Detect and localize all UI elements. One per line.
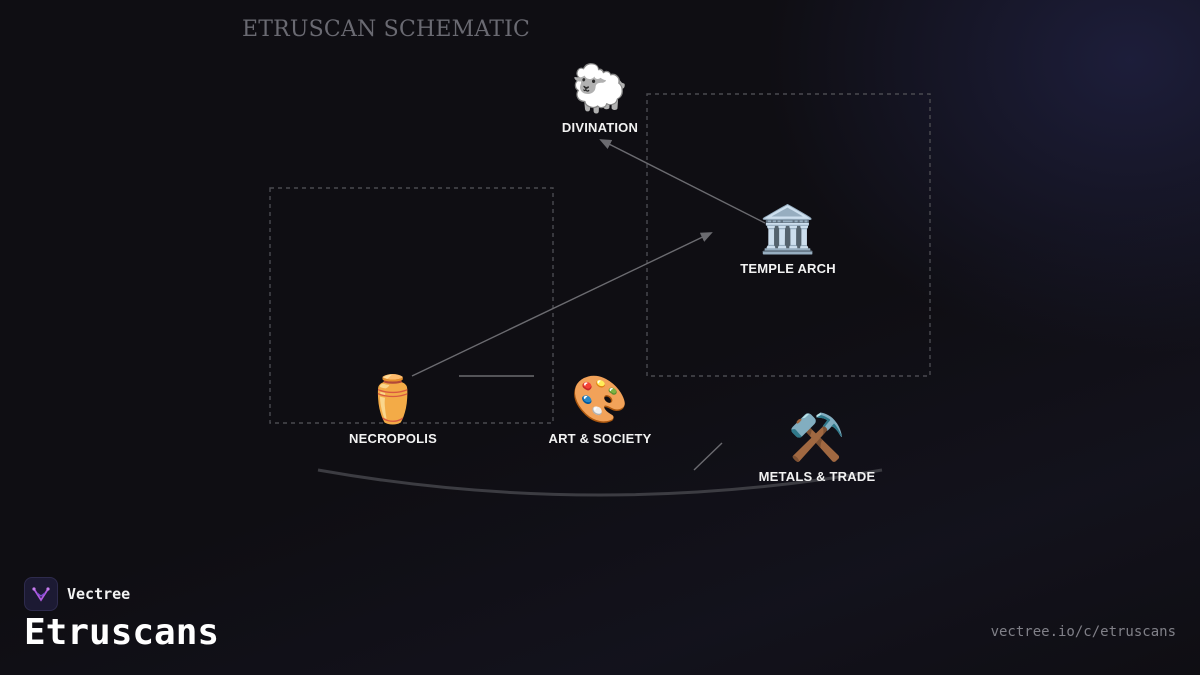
node-label: TEMPLE ARCH (740, 261, 836, 276)
page-title: Etruscans (24, 612, 220, 653)
amphora-urn-icon: ⚱️ (364, 373, 422, 425)
diagram-title: ETRUSCAN SCHEMATIC (242, 17, 531, 42)
brand[interactable]: Vectree (24, 577, 130, 611)
node-temple-arch[interactable]: 🏛️ TEMPLE ARCH (708, 201, 868, 276)
edge-temple-arch-to-divination (599, 139, 766, 224)
vectree-logo-icon (24, 577, 58, 611)
node-necropolis[interactable]: ⚱️ NECROPOLIS (313, 371, 473, 446)
node-divination[interactable]: 🐑 DIVINATION (520, 60, 680, 135)
node-art-society[interactable]: 🎨 ART & SOCIETY (520, 371, 680, 446)
hammer-and-pick-icon: ⚒️ (788, 411, 846, 463)
group-box-left (269, 187, 554, 424)
ground-arc (317, 468, 883, 497)
brand-name: Vectree (67, 585, 131, 603)
node-label: METALS & TRADE (758, 469, 876, 484)
sheep-icon: 🐑 (571, 62, 629, 114)
node-label: DIVINATION (561, 120, 639, 135)
node-label: NECROPOLIS (349, 431, 437, 446)
node-label: ART & SOCIETY (548, 431, 652, 446)
course-link[interactable]: vectree.io/c/etruscans (990, 624, 1176, 640)
artist-palette-icon: 🎨 (571, 373, 629, 425)
group-box-right (646, 93, 931, 377)
edge-art-society-to-metals-trade (693, 442, 723, 471)
classical-building-icon: 🏛️ (759, 203, 817, 255)
node-metals-trade[interactable]: ⚒️ METALS & TRADE (737, 409, 897, 484)
edge-necropolis-to-temple-arch (411, 232, 713, 377)
